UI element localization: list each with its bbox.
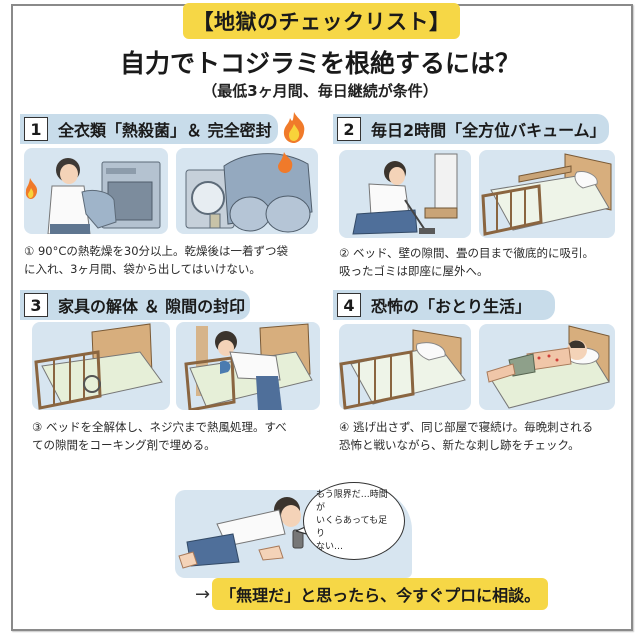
illustration-bagged-clothes <box>176 148 318 234</box>
cta-text: 「無理だ」と思ったら、今すぐプロに相談。 <box>212 578 549 610</box>
illustration-man-vacuuming <box>339 150 471 238</box>
section-4: 4 恐怖の「おとり生活」 ④ 逃げ出さず、同じ部屋で寝続 <box>333 290 623 460</box>
illustration-disassembled-bed <box>32 322 170 410</box>
section-number: 2 <box>337 117 361 141</box>
section-description: ④ 逃げ出さず、同じ部屋で寝続け。毎晩刺される 恐怖と戦いながら、新たな刺し跡を… <box>339 420 594 452</box>
checklist-tag: 【地獄のチェックリスト】 <box>183 3 460 39</box>
section-number: 3 <box>24 293 48 317</box>
fire-icon <box>283 112 305 143</box>
call-to-action: → 「無理だ」と思ったら、今すぐプロに相談。 <box>195 578 549 610</box>
speech-bubble-text: もう限界だ…時間が いくらあっても足り ない… <box>316 489 388 552</box>
section-1: 1 全衣類「熱殺菌」＆ 完全密封 ① <box>20 112 320 284</box>
illustration-bed-frame <box>479 150 615 238</box>
illustration-bed-with-frame <box>339 324 471 410</box>
section-title: 恐怖の「おとり生活」 <box>371 297 532 316</box>
section-header: 4 恐怖の「おとり生活」 <box>333 290 555 320</box>
illustration-woman-dryer <box>24 148 168 234</box>
section-title: 家具の解体 ＆ 隙間の封印 <box>58 297 246 316</box>
illustration-man-sealing <box>176 322 320 410</box>
section-header: 1 全衣類「熱殺菌」＆ 完全密封 <box>20 114 278 144</box>
section-title: 全衣類「熱殺菌」＆ 完全密封 <box>58 121 272 140</box>
arrow-right-icon: → <box>195 583 211 605</box>
section-3: 3 家具の解体 ＆ 隙間の封印 ③ ベッドを全解体し、ネジ穴まで熱風処理。すべ <box>20 290 320 460</box>
section-header: 2 毎日2時間「全方位バキューム」 <box>333 114 609 144</box>
section-header: 3 家具の解体 ＆ 隙間の封印 <box>20 290 250 320</box>
page-title: 自力でトコジラミを根絶するには？ <box>119 49 520 78</box>
page-subtitle: （最低3ヶ月間、毎日継続が条件） <box>202 82 438 100</box>
section-number: 1 <box>24 117 48 141</box>
section-2: 2 毎日2時間「全方位バキューム」 ② ベッド、壁の隙間、畳の目まで徹底的に吸引… <box>333 114 623 284</box>
speech-bubble: もう限界だ…時間が いくらあっても足り ない… <box>303 482 405 560</box>
section-description: ② ベッド、壁の隙間、畳の目まで徹底的に吸引。 吸ったゴミは即座に屋外へ。 <box>339 246 595 278</box>
section-description: ① 90°Cの熱乾燥を30分以上。乾燥後は一着ずつ袋 に入れ、3ヶ月間、袋から出… <box>24 244 289 276</box>
illustration-bitten-man-sleeping <box>479 324 615 410</box>
section-number: 4 <box>337 293 361 317</box>
section-description: ③ ベッドを全解体し、ネジ穴まで熱風処理。すべ ての隙間をコーキング剤で埋める。 <box>32 420 287 452</box>
section-title: 毎日2時間「全方位バキューム」 <box>371 121 606 140</box>
